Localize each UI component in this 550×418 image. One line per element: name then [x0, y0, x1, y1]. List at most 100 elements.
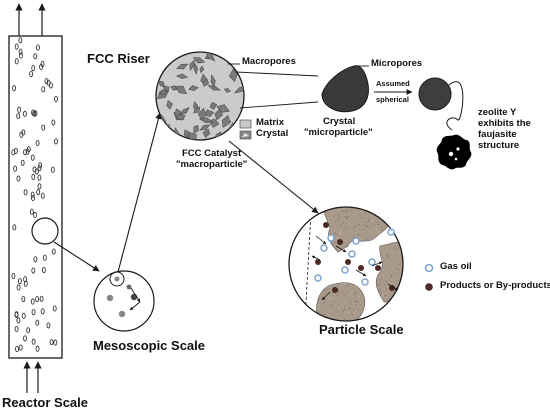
- fcc-riser-label: FCC Riser: [87, 51, 150, 66]
- product-molecule: [375, 265, 381, 271]
- speckle-dot: [404, 291, 405, 292]
- speckle-dot: [372, 220, 374, 222]
- speckle-dot: [398, 264, 400, 266]
- catalyst-crystal: [168, 132, 176, 140]
- speckle-dot: [380, 290, 382, 292]
- speckle-dot: [407, 314, 408, 315]
- speckle-dot: [386, 307, 387, 309]
- catalyst-crystal: [176, 63, 189, 70]
- speckle-dot: [391, 276, 393, 278]
- riser-particle: [38, 162, 43, 169]
- speckle-dot: [343, 291, 345, 293]
- speckle-dot: [391, 217, 393, 219]
- speckle-dot: [406, 299, 407, 300]
- speckle-dot: [398, 232, 400, 234]
- speckle-dot: [378, 231, 380, 233]
- catalyst-crystal: [160, 89, 167, 95]
- speckle-dot: [370, 229, 372, 231]
- speckle-dot: [398, 229, 400, 231]
- speckle-dot: [405, 303, 406, 304]
- riser-particle: [23, 189, 28, 196]
- speckle-dot: [314, 212, 315, 213]
- spherical-crystal: [418, 77, 452, 111]
- speckle-dot: [386, 216, 388, 217]
- speckle-dot: [348, 224, 350, 226]
- speckle-dot: [394, 274, 396, 275]
- speckle-dot: [354, 300, 356, 302]
- diffusion-arrow: [387, 283, 399, 291]
- speckle-dot: [408, 267, 409, 268]
- speckle-dot: [395, 316, 397, 318]
- riser-particle: [35, 345, 40, 352]
- speckle-dot: [303, 307, 304, 308]
- speckle-dot: [395, 231, 397, 233]
- riser-particle: [17, 106, 22, 113]
- catalyst-crystal: [209, 102, 218, 110]
- speckle-dot: [318, 304, 320, 306]
- catalyst-crystal: [188, 85, 199, 91]
- speckle-dot: [400, 220, 401, 222]
- riser-particle: [51, 248, 56, 255]
- speckle-dot: [354, 236, 355, 238]
- riser-particle: [20, 159, 25, 166]
- riser-particle: [33, 256, 38, 263]
- speckle-dot: [391, 272, 393, 274]
- catalyst-crystal: [162, 58, 168, 67]
- riser-particle: [51, 119, 56, 126]
- catalyst-crystal: [170, 85, 178, 91]
- catalyst-crystal: [224, 131, 233, 140]
- speckle-dot: [338, 215, 340, 217]
- speckle-dot: [388, 266, 390, 268]
- speckle-dot: [405, 294, 406, 295]
- speckle-dot: [408, 283, 409, 284]
- speckle-dot: [348, 302, 350, 304]
- speckle-dot: [402, 250, 403, 252]
- riser-zoom-circle: [31, 217, 59, 245]
- speckle-dot: [408, 260, 409, 261]
- speckle-dot: [337, 218, 339, 220]
- riser-particle: [41, 86, 46, 93]
- speckle-dot: [407, 286, 408, 287]
- speckle-dot: [359, 209, 361, 211]
- speckle-dot: [401, 265, 403, 266]
- speckle-dot: [408, 284, 409, 285]
- catalyst-crystal: [188, 131, 197, 140]
- projection-line: [235, 71, 319, 77]
- speckle-dot: [337, 309, 339, 311]
- speckle-dot: [385, 213, 387, 215]
- speckle-dot: [299, 316, 300, 317]
- speckle-dot: [386, 281, 388, 283]
- speckle-dot: [343, 210, 345, 212]
- speckle-dot: [329, 299, 331, 301]
- products-label: Products or By-products: [440, 280, 550, 291]
- speckle-dot: [318, 298, 320, 299]
- speckle-dot: [389, 218, 391, 219]
- speckle-dot: [349, 318, 351, 320]
- speckle-dot: [388, 289, 390, 291]
- riser-to-meso-arrow: [53, 241, 100, 272]
- speckle-dot: [405, 220, 406, 221]
- speckle-dot: [340, 231, 342, 232]
- speckle-dot: [400, 240, 402, 241]
- riser-particle: [14, 325, 19, 333]
- speckle-dot: [408, 309, 409, 310]
- speckle-dot: [302, 311, 303, 312]
- matrix-swatch: [239, 119, 252, 129]
- crystal-microparticle: [321, 65, 369, 113]
- speckle-dot: [383, 210, 385, 211]
- riser-particle: [49, 339, 54, 346]
- gas-oil-molecule: [348, 250, 356, 258]
- speckle-dot: [347, 216, 349, 218]
- speckle-dot: [332, 241, 334, 243]
- riser-particle: [18, 37, 23, 44]
- speckle-dot: [322, 313, 324, 315]
- speckle-dot: [300, 317, 301, 318]
- speckle-dot: [334, 208, 336, 210]
- riser-particle: [46, 79, 51, 86]
- riser-particle: [39, 63, 44, 70]
- catalyst-crystal: [228, 68, 238, 82]
- particle-scale-circle: [288, 206, 404, 322]
- speckle-dot: [344, 308, 346, 310]
- speckle-dot: [401, 302, 403, 304]
- speckle-dot: [384, 294, 386, 296]
